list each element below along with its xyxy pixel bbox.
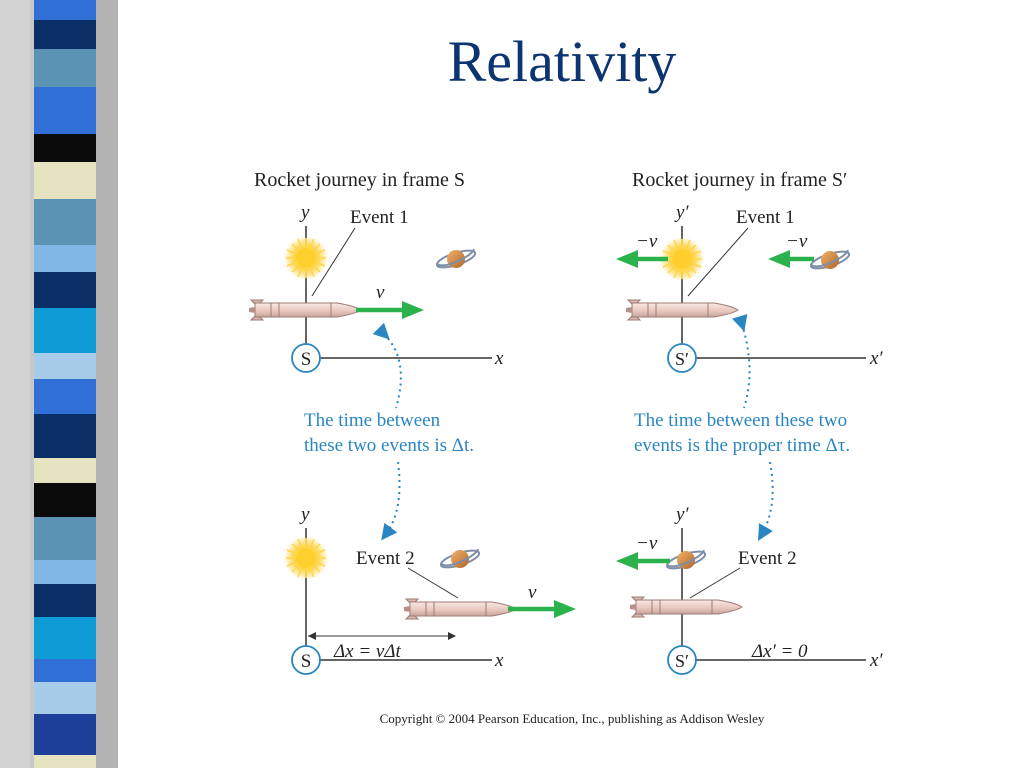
- frame-s-prime-heading: Rocket journey in frame S′: [632, 169, 847, 191]
- frame-s-prime-event2-leader: [689, 567, 741, 599]
- copyright-notice: Copyright © 2004 Pearson Education, Inc.…: [379, 711, 765, 726]
- stripe-block: [34, 617, 96, 659]
- stripe-block: [34, 584, 96, 617]
- slide-title: Relativity: [447, 29, 677, 94]
- frame-s-prime-dotted-connector-bottom: [758, 461, 774, 541]
- frame-s-prime-top-y-label: y′: [674, 202, 689, 223]
- frame-s-bottom-y-label: y: [299, 504, 310, 525]
- frame-s-prime-bottom-velocity-label: −v: [636, 533, 658, 554]
- frame-s-prime-bottom-y-label: y′: [674, 504, 689, 525]
- stripe-block: [34, 414, 96, 458]
- frame-s-event2-label: Event 2: [356, 548, 415, 569]
- frame-s-event1-label: Event 1: [350, 207, 409, 228]
- frame-s-prime-bottom-velocity-arrow: [616, 552, 670, 570]
- stripe-block: [34, 134, 96, 162]
- frame-s-prime-event1-label: Event 1: [736, 207, 795, 228]
- stripe-block: [34, 379, 96, 414]
- frame-s-prime-bottom-x-label: x′: [869, 650, 883, 671]
- frame-s-top-origin-badge: [291, 343, 321, 373]
- frame-s-displacement-arrow: [308, 632, 456, 640]
- frame-s-top-x-label: x: [494, 348, 504, 369]
- rocket-icon: [403, 598, 517, 620]
- frame-s-prime-bottom-origin-label: S′: [675, 651, 689, 671]
- stripe-block: [34, 755, 96, 768]
- frame-s-bottom-origin-badge: [291, 645, 321, 675]
- frame-s-prime-top-planet-velocity-arrow: [768, 250, 814, 268]
- stripe-block: [34, 49, 96, 87]
- frame-s-prime-top-origin-label: S′: [675, 349, 689, 369]
- planet-icon: [808, 247, 852, 273]
- frame-s-prime-top-origin-badge: [667, 343, 697, 373]
- sun-icon: [283, 235, 329, 281]
- rocket-icon: [629, 596, 743, 618]
- frame-s-prime-top-sun-velocity-label: −v: [636, 231, 658, 252]
- frame-s-prime-bottom-origin-badge: [667, 645, 697, 675]
- frame-s-bottom-velocity-label: v: [528, 582, 537, 603]
- frame-s-prime-displacement-label: Δx′ = 0: [751, 641, 808, 662]
- frame-s-prime-dotted-connector-top: [732, 314, 751, 409]
- stripe-block: [34, 714, 96, 755]
- frame-s-event2-leader: [407, 567, 459, 599]
- stripe-block: [34, 272, 96, 308]
- frame-s-prime-top-sun-velocity-arrow: [616, 250, 668, 268]
- frame-s-dotted-connector-top: [372, 322, 402, 409]
- stripe-block: [34, 659, 96, 682]
- rocket-icon: [248, 299, 362, 321]
- frame-s-bottom-x-label: x: [494, 650, 504, 671]
- frame-s-event1-leader: [311, 227, 356, 297]
- rocket-icon: [625, 299, 739, 321]
- planet-icon: [438, 546, 482, 572]
- stripe-block: [34, 199, 96, 245]
- stripe-block: [34, 458, 96, 483]
- stripe-block: [34, 517, 96, 560]
- stripe-block: [34, 308, 96, 353]
- frame-s-top-y-label: y: [299, 202, 310, 223]
- frame-s-prime-caption-line1: The time between these two: [634, 410, 847, 431]
- frame-s-bottom-velocity-arrow: [508, 600, 576, 618]
- frame-s-bottom-origin-label: S: [301, 651, 312, 672]
- stripe-block: [34, 353, 96, 379]
- stripe-block: [34, 682, 96, 714]
- stripe-block: [34, 0, 96, 20]
- frame-s-dotted-connector-bottom: [381, 461, 401, 541]
- stripe-block: [34, 483, 96, 517]
- frame-s-caption-line2: these two events is Δt.: [304, 435, 474, 456]
- stripe-block: [34, 560, 96, 584]
- planet-icon: [434, 246, 478, 272]
- frame-s-top-velocity-label: v: [376, 282, 385, 303]
- frame-s-prime-event2-label: Event 2: [738, 548, 797, 569]
- sun-icon: [283, 535, 329, 581]
- frame-s-prime-top-planet-velocity-label: −v: [786, 231, 808, 252]
- frame-s-caption-line1: The time between: [304, 410, 441, 431]
- frame-s-prime-event1-leader: [687, 227, 749, 297]
- stripe-block: [34, 162, 96, 199]
- frame-s-prime-top-x-label: x′: [869, 348, 883, 369]
- frame-s-prime-caption-line2: events is the proper time Δτ.: [634, 435, 850, 456]
- planet-icon: [664, 547, 708, 573]
- frame-s-heading: Rocket journey in frame S: [254, 169, 465, 191]
- stripe-block: [34, 20, 96, 49]
- frame-s-top-velocity-arrow: [356, 301, 424, 319]
- decorative-stripe: [0, 0, 118, 768]
- frame-s-top-origin-label: S: [301, 349, 312, 370]
- frame-s-displacement-label: Δx = vΔt: [333, 641, 401, 662]
- stripe-block: [34, 245, 96, 272]
- stripe-block: [34, 87, 96, 134]
